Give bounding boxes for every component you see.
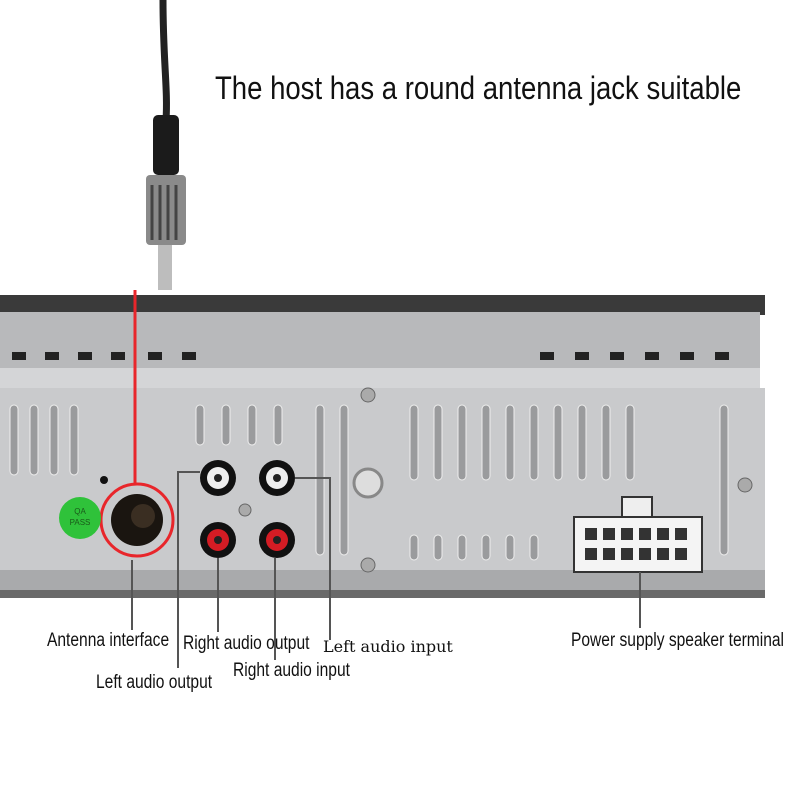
label-left-audio-input: Left audio input xyxy=(323,637,453,656)
antenna-highlight-circle xyxy=(99,482,175,558)
rca-right-audio-input xyxy=(259,522,295,558)
antenna-plug xyxy=(146,115,186,290)
qa-pass-badge: QA PASS xyxy=(59,497,101,539)
svg-text:QA: QA xyxy=(74,507,86,516)
label-right-audio-input: Right audio input xyxy=(233,660,350,681)
rca-right-audio-output xyxy=(200,522,236,558)
antenna-cable xyxy=(159,0,170,121)
rca-left-audio-input xyxy=(259,460,295,496)
antenna-jack xyxy=(111,494,163,546)
svg-text:PASS: PASS xyxy=(70,518,91,527)
label-left-audio-output: Left audio output xyxy=(96,672,213,693)
rca-left-audio-output xyxy=(200,460,236,496)
label-power-terminal: Power supply speaker terminal xyxy=(571,630,785,651)
headline: The host has a round antenna jack suitab… xyxy=(215,70,742,106)
label-right-audio-output: Right audio output xyxy=(183,633,310,654)
callout-lines xyxy=(131,471,641,668)
power-connector xyxy=(573,496,703,573)
label-antenna-interface: Antenna interface xyxy=(47,630,170,651)
